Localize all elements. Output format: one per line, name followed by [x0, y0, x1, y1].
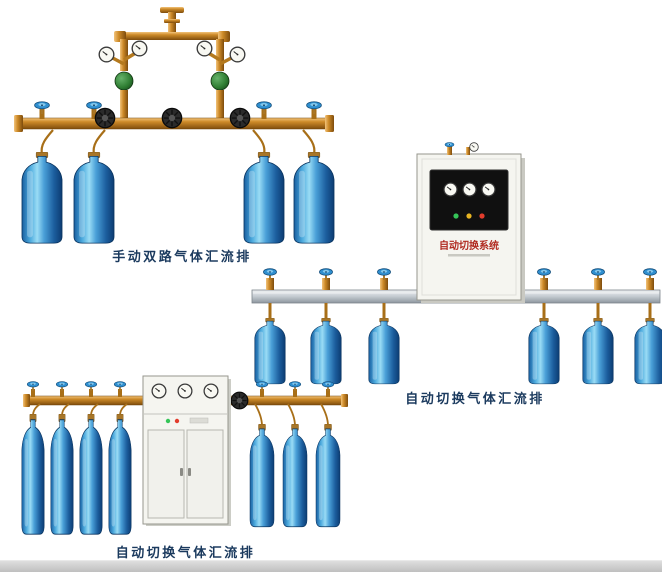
gas-cylinder: [21, 152, 63, 244]
auto-switch-manifold-2-illustration: [21, 375, 348, 535]
regulator-station-left: [98, 40, 148, 120]
blue-valve-cap: [263, 268, 277, 280]
blue-valve-cap: [84, 381, 98, 391]
indicator-light-green: [165, 418, 171, 424]
product-caption-auto-1: 自动切换气体汇流排: [405, 392, 545, 407]
gas-cylinder: [582, 318, 614, 385]
blue-valve-cap: [643, 268, 657, 280]
pressure-gauge: [196, 40, 213, 57]
gas-cylinder: [21, 414, 45, 535]
gas-cylinder: [249, 424, 275, 528]
indicator-light-red: [479, 213, 485, 219]
blue-valve-cap: [55, 381, 69, 391]
regulator-body: [114, 71, 134, 91]
pressure-gauge: [462, 182, 477, 197]
blue-valve-cap: [26, 381, 40, 391]
gas-cylinder: [79, 414, 103, 535]
gas-cylinder: [73, 152, 115, 244]
cabinet-panel: [429, 169, 509, 231]
pressure-gauge: [177, 383, 193, 399]
blue-valve-cap: [377, 268, 391, 280]
pressure-gauge: [229, 46, 246, 63]
gas-cylinder: [315, 424, 341, 528]
blue-valve-cap: [321, 381, 335, 391]
regulator-body: [210, 71, 230, 91]
pressure-gauge: [469, 142, 479, 152]
gas-cylinder: [50, 414, 74, 535]
blue-valve-cap: [113, 381, 127, 391]
pressure-gauge: [151, 383, 167, 399]
cylinder-connection-valves: [34, 101, 322, 119]
auto-switch-manifold-illustration: 自动切换系统: [251, 142, 662, 385]
valve-handwheel: [230, 391, 249, 410]
footer-bar: [0, 560, 662, 572]
cabinet-label-plate: [189, 417, 209, 424]
blue-valve-cap: [537, 268, 551, 280]
product-caption-manual-dual: 手动双路气体汇流排: [112, 250, 252, 265]
control-cabinet-2: [142, 375, 231, 526]
blue-valve-cap: [255, 381, 269, 391]
gas-cylinder: [108, 414, 132, 535]
indicator-light-red: [174, 418, 180, 424]
pressure-gauge: [481, 182, 496, 197]
blue-valve-cap: [34, 101, 50, 114]
gas-cylinder: [368, 318, 400, 385]
door-handle: [180, 468, 183, 476]
blue-valve-cap: [306, 101, 322, 114]
pressure-gauge: [98, 46, 115, 63]
pigtail-tubes: [40, 129, 316, 155]
top-pipe-assembly: [114, 7, 230, 71]
indicator-light-green: [453, 213, 459, 219]
cabinet-door-right: [186, 429, 224, 519]
pressure-gauge: [131, 40, 148, 57]
blue-valve-cap: [591, 268, 605, 280]
manifold-stations: [263, 268, 657, 318]
blue-valve-cap: [319, 268, 333, 280]
blue-valve-cap: [288, 381, 302, 391]
pressure-gauge: [443, 182, 458, 197]
blue-valve-cap: [444, 142, 455, 150]
indicator-light-amber: [466, 213, 472, 219]
cabinet-title: 自动切换系统: [439, 239, 499, 252]
control-cabinet: 自动切换系统: [416, 142, 525, 303]
valve-handwheel: [94, 107, 116, 129]
manifold-stations: [26, 381, 335, 397]
valve-handwheel: [161, 107, 183, 129]
cabinet-door-left: [147, 429, 185, 519]
gas-cylinder: [528, 318, 560, 385]
door-handle: [188, 468, 191, 476]
gas-cylinder: [282, 424, 308, 528]
product-caption-auto-2: 自动切换气体汇流排: [115, 546, 256, 561]
regulator-station-right: [196, 40, 246, 120]
blue-valve-cap: [256, 101, 272, 114]
manual-dual-manifold-illustration: [14, 7, 335, 244]
pressure-gauge: [203, 383, 219, 399]
valve-handwheel: [229, 107, 251, 129]
gas-cylinder: [634, 318, 662, 385]
